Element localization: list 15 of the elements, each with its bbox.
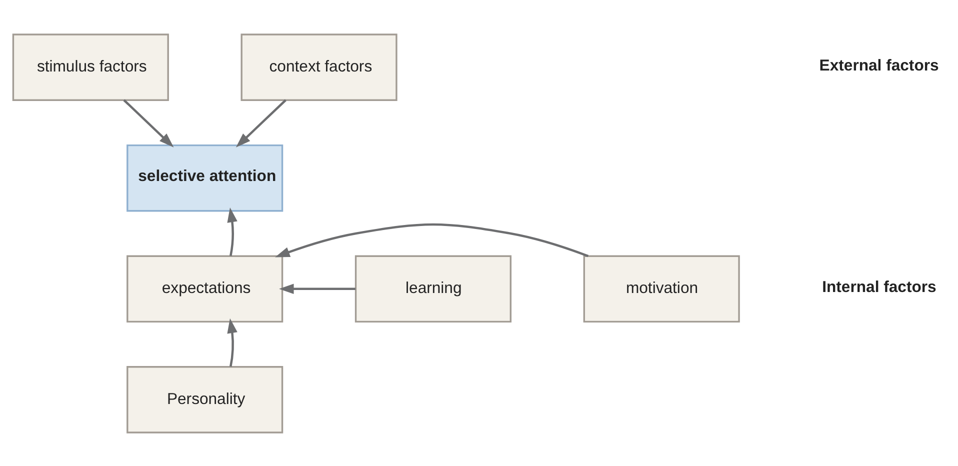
arrow	[123, 98, 174, 147]
node-box: learning	[354, 254, 512, 322]
node-box: selective attention	[126, 144, 284, 212]
arrow	[227, 207, 238, 256]
arrow	[236, 98, 286, 147]
arrow	[279, 283, 356, 294]
node-box: context factors	[240, 33, 398, 100]
arrow	[227, 318, 238, 366]
node-box: expectations	[126, 254, 284, 322]
node-box: Personality	[126, 366, 284, 433]
node-box: stimulus factors	[12, 33, 169, 100]
node-box: motivation	[583, 254, 740, 322]
label: External factors	[819, 56, 939, 74]
label: Internal factors	[822, 278, 936, 296]
arrow	[275, 222, 589, 257]
